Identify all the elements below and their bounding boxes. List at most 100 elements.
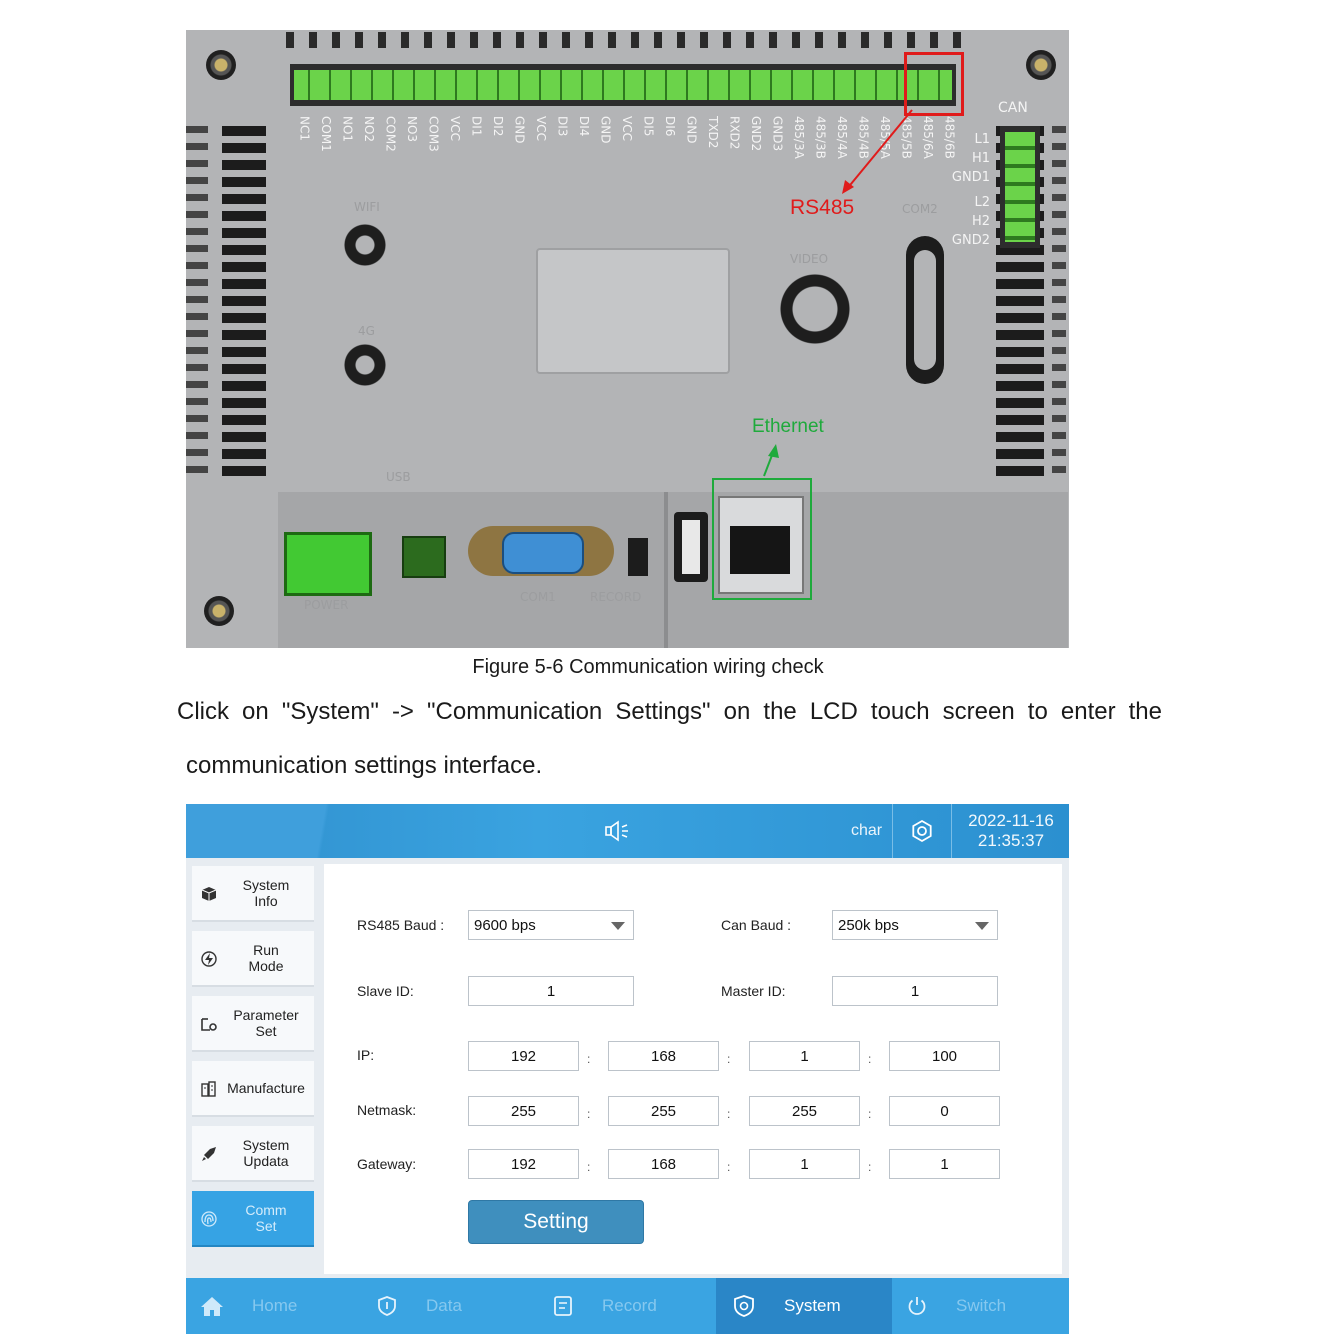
nav-tab-system[interactable]: System — [716, 1278, 892, 1334]
label-video: VIDEO — [790, 252, 829, 266]
rs485-baud-select[interactable]: 9600 bps — [468, 910, 634, 940]
lcd-screen: char 2022-11-16 21:35:37 System Info Run… — [186, 804, 1069, 1334]
ip-octet-4[interactable]: 100 — [889, 1041, 1000, 1071]
label-com2: COM2 — [902, 202, 938, 216]
netmask-octet-3[interactable]: 255 — [749, 1096, 860, 1126]
master-id-label: Master ID: — [721, 983, 786, 999]
annotation-arrows — [763, 109, 913, 477]
gear-icon — [912, 819, 932, 843]
nav-tab-home[interactable]: Home — [200, 1278, 360, 1334]
rocket-icon — [202, 1147, 216, 1161]
building-icon — [201, 1081, 216, 1097]
4g-antenna-port — [344, 344, 386, 386]
can-baud-select[interactable]: 250k bps — [832, 910, 998, 940]
small-switch — [628, 538, 648, 576]
nav-label: Switch — [956, 1296, 1007, 1315]
screw-icon — [204, 596, 234, 626]
rs485-baud-value: 9600 bps — [474, 916, 536, 934]
nav-tab-switch[interactable]: Switch — [906, 1278, 1066, 1334]
master-id-input[interactable]: 1 — [832, 976, 998, 1006]
ip-octet-3[interactable]: 1 — [749, 1041, 860, 1071]
power-icon — [908, 1297, 926, 1315]
side-label: System Updata — [242, 1137, 290, 1169]
side-btn-parameter-set[interactable]: Parameter Set — [192, 996, 314, 1052]
gateway-octet-1[interactable]: 192 — [468, 1149, 579, 1179]
nav-label: Data — [426, 1296, 462, 1315]
ethernet-port — [718, 496, 804, 594]
side-label: Run Mode — [248, 942, 284, 974]
slave-id-input[interactable]: 1 — [468, 976, 634, 1006]
speaker-icon[interactable] — [604, 820, 630, 842]
label-4g: 4G — [358, 324, 375, 338]
side-btn-manufacture[interactable]: Manufacture — [192, 1061, 314, 1117]
pin-label: COM3 — [426, 116, 441, 152]
video-port — [780, 274, 850, 344]
time-text: 21:35:37 — [977, 831, 1045, 850]
pin-label: DI2 — [491, 116, 505, 137]
nav-tab-data[interactable]: Data — [376, 1278, 536, 1334]
nav-tab-record[interactable]: Record — [552, 1278, 716, 1334]
can-terminal — [1000, 126, 1040, 248]
screw-icon — [206, 50, 236, 80]
datetime: 2022-11-16 21:35:37 — [958, 811, 1064, 851]
ip-octet-1[interactable]: 192 — [468, 1041, 579, 1071]
pin-label: 485/3A — [792, 116, 806, 159]
pin-label: DI6 — [663, 116, 677, 137]
ip-label: IP: — [357, 1047, 375, 1063]
pin-label: COM2 — [383, 116, 398, 152]
gateway-octet-2[interactable]: 168 — [608, 1149, 719, 1179]
gateway-separator: : — [587, 1160, 591, 1174]
side-label: Comm Set — [245, 1202, 287, 1234]
right-ribs — [1052, 126, 1066, 476]
pin-label: GND3 — [770, 116, 785, 152]
pin-label: COM1 — [319, 116, 333, 152]
instruction-line-1: Click on "System" -> "Communication Sett… — [177, 698, 1162, 725]
date-text: 2022-11-16 — [968, 811, 1054, 830]
netmask-octet-2[interactable]: 255 — [608, 1096, 719, 1126]
side-btn-comm-set[interactable]: Comm Set — [192, 1191, 314, 1247]
box-icon — [201, 887, 217, 901]
side-btn-system-info[interactable]: System Info — [192, 866, 314, 922]
pin-label: DI3 — [555, 116, 570, 137]
nav-label: Home — [252, 1296, 298, 1315]
setting-button[interactable]: Setting — [468, 1200, 644, 1244]
can-label: GND1 — [951, 170, 990, 185]
side-btn-system-updata[interactable]: System Updata — [192, 1126, 314, 1182]
netmask-octet-4[interactable]: 0 — [889, 1096, 1000, 1126]
usb-port — [674, 512, 708, 582]
label-wifi: WIFI — [354, 200, 380, 214]
shield-gear-icon — [734, 1295, 754, 1317]
label-com1: COM1 — [520, 590, 556, 604]
rs485-annotation: RS485 — [790, 196, 855, 219]
can-title: CAN — [998, 100, 1028, 116]
settings-cell[interactable] — [892, 804, 952, 858]
pin-label: 485/3B — [813, 116, 828, 159]
pin-label: 485/6B — [942, 116, 957, 159]
ethernet-annotation: Ethernet — [752, 416, 824, 437]
side-label: Parameter Set — [233, 1007, 299, 1039]
document-icon — [554, 1296, 572, 1316]
nav-label: Record — [602, 1296, 657, 1315]
gateway-octet-3[interactable]: 1 — [749, 1149, 860, 1179]
ip-octet-2[interactable]: 168 — [608, 1041, 719, 1071]
gateway-octet-4[interactable]: 1 — [889, 1149, 1000, 1179]
pin-label: 485/5B — [899, 116, 914, 159]
header-bar: char 2022-11-16 21:35:37 — [186, 804, 1069, 858]
can-label: H1 — [971, 151, 990, 166]
pin-label: GND — [512, 116, 527, 144]
netmask-label: Netmask: — [357, 1102, 417, 1118]
label-record: RECORD — [590, 590, 642, 604]
slave-id-label: Slave ID: — [357, 983, 414, 999]
netmask-octet-1[interactable]: 255 — [468, 1096, 579, 1126]
rs485-baud-label: RS485 Baud : — [357, 917, 445, 933]
shield-icon — [378, 1296, 396, 1316]
power-connector — [284, 532, 372, 596]
gateway-separator: : — [868, 1160, 872, 1174]
side-btn-run-mode[interactable]: Run Mode — [192, 931, 314, 987]
ip-separator: : — [868, 1052, 872, 1066]
screw-icon — [1026, 50, 1056, 80]
pin-label: NO2 — [362, 116, 376, 143]
pin-label: GND2 — [749, 116, 763, 152]
can-baud-value: 250k bps — [838, 916, 899, 934]
home-icon — [201, 1297, 223, 1316]
